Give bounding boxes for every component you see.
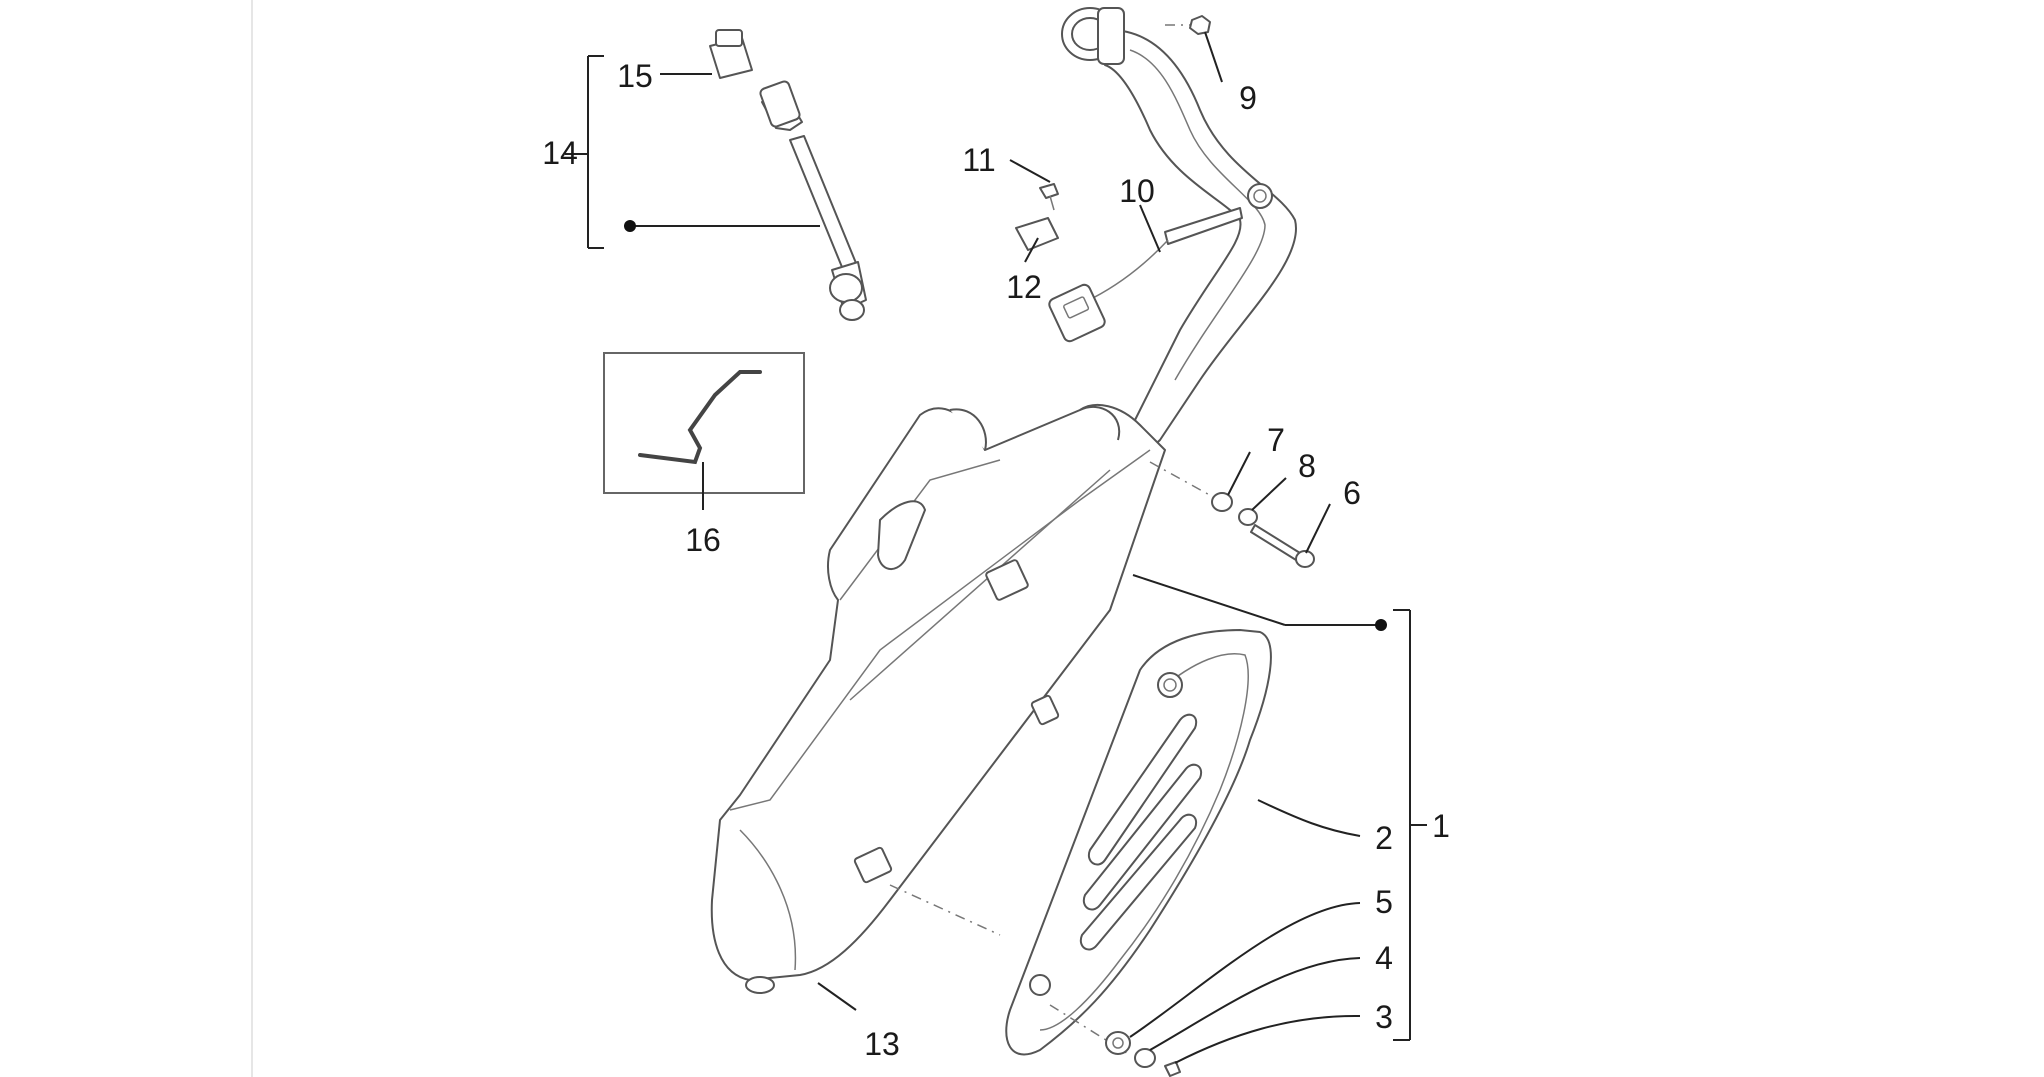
callout-7: 7 <box>1267 422 1285 458</box>
callout-10: 10 <box>1119 173 1155 209</box>
nut-part <box>1165 15 1211 35</box>
callout-6: 6 <box>1343 475 1361 511</box>
heat-shield <box>889 629 1272 1056</box>
callout-12: 12 <box>1006 269 1042 305</box>
callout-3: 3 <box>1375 999 1393 1035</box>
oxygen-probe <box>1048 207 1243 343</box>
oxygen-sensor <box>759 80 867 321</box>
callout-15: 15 <box>617 58 653 94</box>
bottom-hardware <box>1105 1031 1181 1077</box>
callout-4: 4 <box>1375 940 1393 976</box>
connector <box>709 29 753 79</box>
callout-1: 1 <box>1432 808 1450 844</box>
callout-9: 9 <box>1239 80 1257 116</box>
callout-5: 5 <box>1375 884 1393 920</box>
muffler <box>710 404 1166 994</box>
callout-11: 11 <box>962 142 996 178</box>
callout-14: 14 <box>542 135 578 171</box>
mounting-hardware <box>1149 461 1315 568</box>
callout-13: 13 <box>864 1026 900 1062</box>
callout-2: 2 <box>1375 820 1393 856</box>
exhaust-pipe <box>1061 7 1298 454</box>
callout-16: 16 <box>685 522 721 558</box>
cable-part <box>638 370 762 465</box>
callout-8: 8 <box>1298 448 1316 484</box>
screw-and-clip <box>1015 183 1059 251</box>
leader-lines <box>565 31 1427 1064</box>
